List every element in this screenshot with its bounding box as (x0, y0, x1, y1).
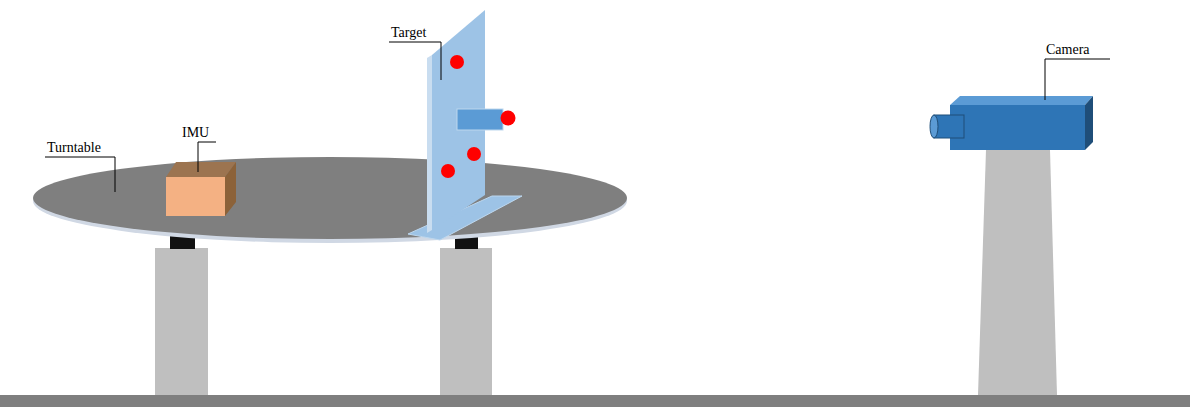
camera-pedestal (978, 150, 1057, 395)
ground (0, 395, 1190, 407)
leader-line (198, 142, 216, 172)
part-label: Turntable (47, 141, 101, 155)
lens-face (930, 115, 938, 138)
marker-dot (501, 111, 516, 126)
imu-top (166, 162, 236, 177)
part-label: Camera (1046, 43, 1090, 57)
target-peg (457, 109, 503, 130)
turntable (33, 157, 627, 239)
part-label: IMU (182, 126, 209, 140)
imu-front (166, 177, 225, 216)
leader-line (45, 157, 115, 192)
marker-dot (441, 164, 455, 178)
support-pillar (440, 248, 492, 395)
target-edge (427, 55, 432, 233)
marker-dot (450, 55, 464, 69)
support-pillar (155, 248, 208, 395)
camera-side (1085, 96, 1093, 150)
part-label: Target (391, 26, 426, 40)
camera-front (950, 105, 1085, 150)
leader-line (1045, 59, 1110, 100)
camera-top (950, 96, 1093, 105)
imu-side (225, 162, 236, 216)
marker-dot (467, 147, 481, 161)
leader-line (389, 42, 441, 80)
